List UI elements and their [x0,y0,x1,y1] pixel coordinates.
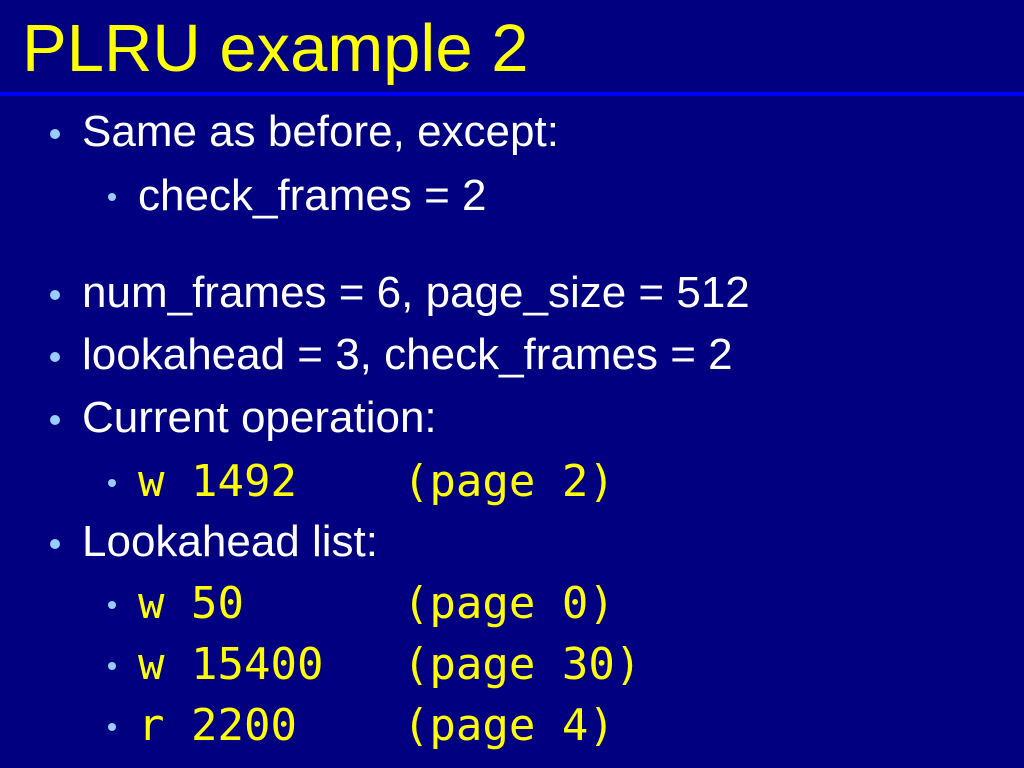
slide-title: PLRU example 2 [22,11,529,86]
bullet-dot-icon [50,415,60,425]
bullet-text: num_frames = 6, page_size = 512 [82,268,750,317]
code-line: w 15400 (page 30) [138,639,642,690]
bullet-text: Lookahead list: [82,517,378,566]
code-line-item: w 50 (page 0) [0,579,1024,631]
bullet-text: Same as before, except: [82,107,559,156]
sub-bullet-dot-icon [108,601,116,609]
sub-bullet-item: check_frames = 2 [0,171,1024,223]
code-line: w 1492 (page 2) [138,456,615,507]
bullet-dot-icon [50,539,60,549]
bullet-dot-icon [50,129,60,139]
bullet-dot-icon [50,290,60,300]
sub-bullet-dot-icon [108,723,116,731]
sub-bullet-dot-icon [108,193,116,201]
bullet-item: Current operation: [0,393,1024,445]
bullet-item: Lookahead list: [0,517,1024,569]
bullet-item: lookahead = 3, check_frames = 2 [0,330,1024,382]
bullet-text: Current operation: [82,393,437,442]
code-line: w 50 (page 0) [138,578,615,629]
code-line-item: r 2200 (page 4) [0,701,1024,753]
title-divider [0,92,1024,96]
code-line: r 2200 (page 4) [138,700,615,751]
sub-bullet-text: check_frames = 2 [138,171,487,220]
bullet-text: lookahead = 3, check_frames = 2 [82,330,733,379]
bullet-item: Same as before, except: [0,107,1024,159]
code-line-item: w 15400 (page 30) [0,640,1024,692]
code-line-item: w 1492 (page 2) [0,457,1024,509]
sub-bullet-dot-icon [108,662,116,670]
bullet-item: num_frames = 6, page_size = 512 [0,268,1024,320]
bullet-dot-icon [50,352,60,362]
sub-bullet-dot-icon [108,479,116,487]
